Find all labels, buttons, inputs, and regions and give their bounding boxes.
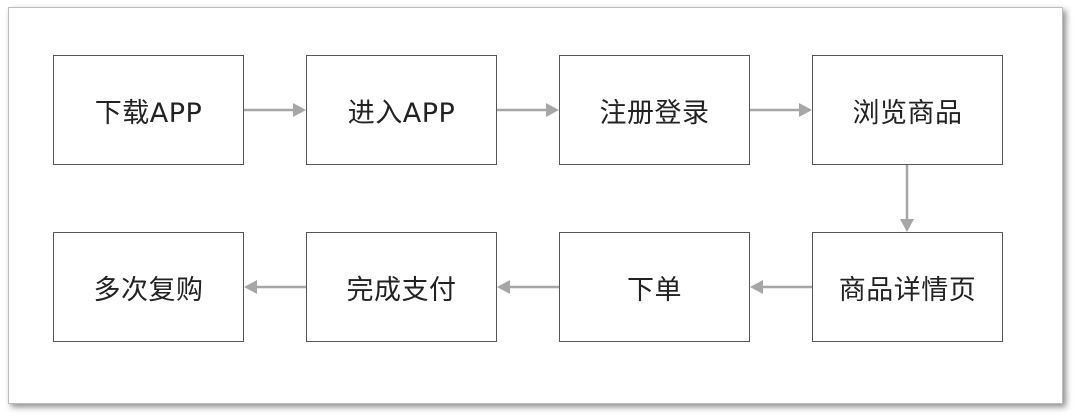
step-place-order: 下单 [559, 232, 750, 342]
step-register-login: 注册登录 [559, 55, 750, 165]
step-complete-payment: 完成支付 [306, 232, 497, 342]
step-repeat-purchase: 多次复购 [53, 232, 244, 342]
step-enter-app: 进入APP [306, 55, 497, 165]
step-product-detail-page: 商品详情页 [812, 232, 1003, 342]
step-download-app: 下载APP [53, 55, 244, 165]
step-browse-products: 浏览商品 [812, 55, 1003, 165]
